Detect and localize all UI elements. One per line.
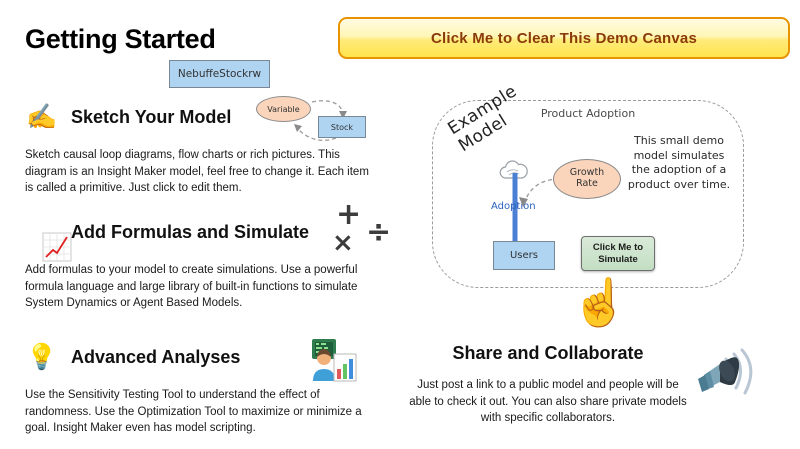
users-stock-label: Users <box>509 250 538 261</box>
primitive-stock-label: Stock <box>330 122 354 132</box>
divide-icon: ÷ <box>366 215 392 250</box>
section-advanced-analyses: 💡 Advanced Analyses Use the Sensitivity … <box>25 340 385 437</box>
adoption-flow-label: Adoption <box>491 201 536 212</box>
primitive-variable-label: Variable <box>267 104 300 114</box>
primitive-growth-rate[interactable]: Growth Rate <box>553 159 621 199</box>
times-icon: × <box>332 228 354 258</box>
section-formulas-body: Add formulas to your model to create sim… <box>25 264 358 310</box>
clear-demo-canvas-button[interactable]: Click Me to Clear This Demo Canvas <box>338 17 790 59</box>
section-share-and-collaborate: Share and Collaborate Just post a link t… <box>408 343 688 427</box>
simulate-button[interactable]: Click Me to Simulate <box>581 236 655 271</box>
growth-rate-label-line1: Growth <box>569 167 605 179</box>
growth-rate-label-line2: Rate <box>576 178 598 189</box>
section-advanced-title: Advanced Analyses <box>71 346 241 367</box>
demo-model-panel-title: Product Adoption <box>540 107 636 120</box>
page-title: Getting Started <box>25 24 216 54</box>
writing-hand-icon: ✍️ <box>26 102 58 131</box>
section-sketch-header: ✍️ Sketch Your Model <box>25 100 385 134</box>
simulate-button-label-line2: Simulate <box>598 253 638 265</box>
primitive-users-stock[interactable]: Users <box>493 241 555 270</box>
section-advanced-header: 💡 Advanced Analyses <box>25 340 385 374</box>
megaphone-icon <box>698 348 753 395</box>
section-sketch-title: Sketch Your Model <box>71 106 232 127</box>
demo-model-note: This small demo model simulates the adop… <box>627 134 731 191</box>
primitive-stock[interactable]: Stock <box>318 116 366 138</box>
section-share-body: Just post a link to a public model and p… <box>409 379 687 425</box>
line-chart-icon-svg <box>42 232 72 262</box>
clear-demo-canvas-button-label: Click Me to Clear This Demo Canvas <box>430 29 698 47</box>
lightbulb-icon: 💡 <box>26 342 58 371</box>
section-share-title: Share and Collaborate <box>452 343 644 363</box>
pointing-up-hand-icon: ☝️ <box>571 276 629 328</box>
mini-diagram-links-icon <box>294 100 347 142</box>
section-add-formulas: Add Formulas and Simulate Add formulas t… <box>25 215 385 312</box>
math-operators-cluster: + ÷ × <box>330 200 400 262</box>
section-sketch-body: Sketch causal loop diagrams, flow charts… <box>25 149 369 195</box>
section-sketch-your-model: ✍️ Sketch Your Model Sketch causal loop … <box>25 100 385 197</box>
simulate-button-label-line1: Click Me to <box>592 241 644 253</box>
plus-icon: + <box>336 197 362 232</box>
section-advanced-body: Use the Sensitivity Testing Tool to unde… <box>25 389 362 435</box>
demo-model-panel: Product Adoption Example Model This smal… <box>432 81 744 288</box>
primitive-free-stock-label: NebuffeStockrw <box>177 68 262 80</box>
section-formulas-header: Add Formulas and Simulate <box>25 215 385 262</box>
section-formulas-title: Add Formulas and Simulate <box>71 221 310 242</box>
cloud-source-icon <box>499 160 528 179</box>
primitive-variable[interactable]: Variable <box>256 96 311 122</box>
analytics-person-icon <box>312 339 357 382</box>
mini-sketch-diagram: Variable Stock <box>250 88 370 148</box>
primitive-free-stock[interactable]: NebuffeStockrw <box>169 60 270 88</box>
